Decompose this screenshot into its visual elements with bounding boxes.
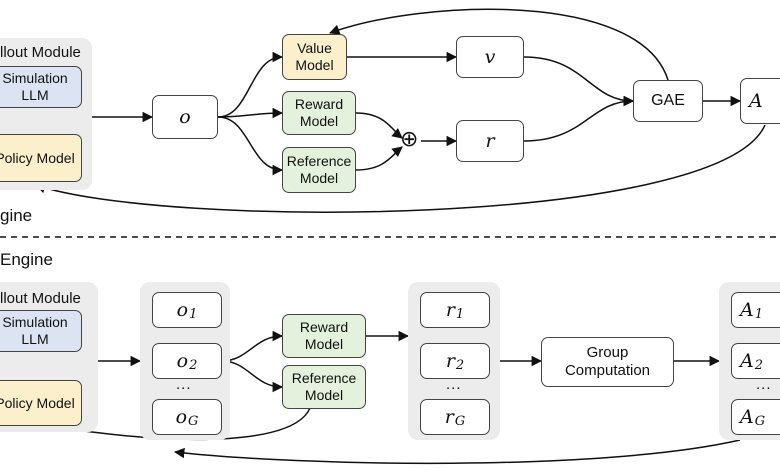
combine-plus-icon: ⊕ — [400, 127, 419, 152]
adv-sub-g: G — [754, 414, 766, 430]
adv-sub-2: 2 — [754, 358, 764, 374]
bottom-rollout-label: llout Module — [0, 290, 81, 307]
arrow-o-to-value — [217, 51, 284, 118]
top-reward-model: Reward Model — [282, 91, 356, 135]
reward-base-2: r — [445, 349, 455, 372]
arrow-gae-feedback-to-value — [329, 8, 669, 81]
arrow-r-to-gae — [523, 95, 635, 142]
top-r-node: r — [456, 120, 524, 162]
top-v-node: v — [456, 36, 524, 78]
arrow-v-to-gae — [523, 56, 635, 107]
reward-base-g: r — [444, 405, 454, 428]
arrow-o2-to-reference — [221, 360, 284, 393]
reward-sub-1: 1 — [455, 307, 465, 323]
top-policy-model: Policy Model — [0, 134, 82, 182]
top-obs-node: o — [152, 95, 218, 139]
bottom-engine-label: Engine — [0, 250, 53, 269]
reward-ellipsis: ... — [446, 376, 462, 393]
advantage-ellipsis: ... — [756, 376, 772, 393]
bottom-reference-model: Reference Model — [282, 365, 366, 409]
arrow-reference-to-plus — [355, 146, 403, 171]
bottom-simulation-llm: Simulation LLM — [0, 310, 82, 352]
adv-base-1: A — [740, 298, 754, 321]
top-reference-model: Reference Model — [282, 147, 356, 193]
obs-base-g: o — [175, 405, 188, 428]
reward-sub-g: G — [454, 414, 466, 430]
obs-sub-1: 1 — [189, 307, 198, 323]
group-computation-node: Group Computation — [541, 337, 674, 387]
arrow-o2-to-reward — [221, 330, 284, 362]
top-rollout-label: llout Module — [0, 44, 81, 61]
adv-sub-1: 1 — [754, 307, 764, 323]
adv-base-2: A — [740, 349, 754, 372]
obs-base-2: o — [176, 349, 189, 372]
arrow-o-to-reward — [217, 107, 284, 119]
obs-ellipsis: ... — [176, 376, 192, 393]
top-advantage-node: A — [740, 78, 780, 124]
top-engine-label: gine — [0, 206, 33, 225]
top-simulation-llm: Simulation LLM — [0, 66, 82, 108]
reward-sub-2: 2 — [455, 358, 465, 374]
obs-base-1: o — [176, 298, 189, 321]
adv-base-g: A — [740, 405, 754, 428]
bottom-reward-model: Reward Model — [282, 314, 366, 358]
reward-base-1: r — [445, 298, 455, 321]
top-value-model: Value Model — [282, 34, 347, 80]
arrow-a-feedback-to-policy — [35, 124, 766, 213]
top-gae-node: GAE — [633, 80, 703, 122]
obs-sub-g: G — [188, 414, 199, 430]
arrow-reward-to-plus — [355, 112, 403, 139]
bottom-policy-model: Policy Model — [0, 380, 82, 426]
arrow-o-to-reference — [217, 116, 284, 176]
obs-sub-2: 2 — [189, 358, 198, 374]
arrow-a-feedback-bottom — [173, 439, 741, 465]
